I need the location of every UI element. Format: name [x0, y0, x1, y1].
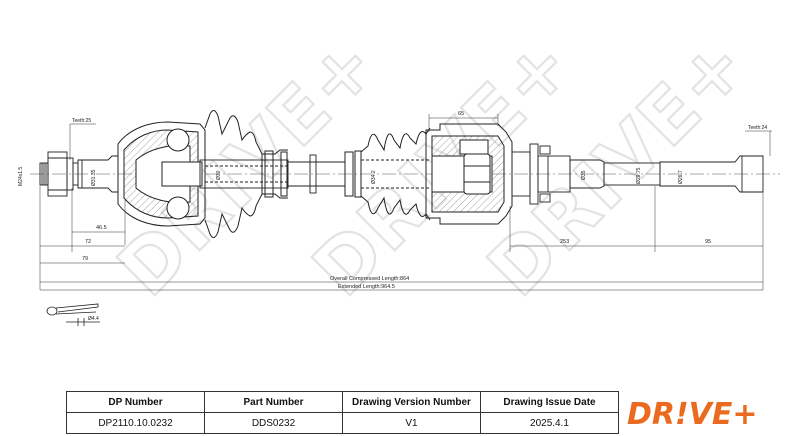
- teeth-annotations: [69, 123, 772, 160]
- header-issue-date: Drawing Issue Date: [480, 391, 619, 413]
- header-dp-number: DP Number: [66, 391, 205, 413]
- dim-95: 95: [705, 239, 711, 245]
- right-boot: [344, 127, 431, 221]
- dim-72: 72: [85, 239, 91, 245]
- d-inner-label: Ø30: [216, 170, 222, 180]
- d-right-3-label: Ø26.7: [678, 170, 684, 184]
- cotter-pin-detail: [46, 303, 100, 326]
- teeth-right-label: Teeth:24: [748, 125, 767, 131]
- drive-logo-text: DR!VE+: [627, 397, 758, 427]
- header-part-number: Part Number: [204, 391, 343, 413]
- right-tripod-housing: [425, 123, 513, 225]
- left-inner-shaft: [199, 159, 289, 189]
- left-boot: [204, 110, 288, 238]
- dim-79: 79: [82, 256, 88, 262]
- d-mid-label: Ø34.2: [371, 170, 377, 184]
- right-output-stub: [511, 143, 764, 205]
- teeth-left-label: Teeth:25: [72, 118, 91, 124]
- title-block: DP Number Part Number Drawing Version Nu…: [66, 391, 619, 434]
- dim-46-5: 46.5: [96, 225, 107, 231]
- diameter-labels: M24x1.5 Ø31.35 Ø30 Ø34.2 Ø35 Ø29.75 Ø26.…: [18, 167, 684, 186]
- dim-extended: Extended Length:964.5: [338, 284, 395, 290]
- title-block-header-row: DP Number Part Number Drawing Version Nu…: [66, 391, 619, 413]
- left-threaded-end: [39, 151, 119, 197]
- drive-shaft-drawing: DRIVE+ DRIVE+ DRIVE+: [18, 19, 780, 326]
- pin-d-label: Ø4.4: [88, 316, 99, 322]
- d-left-stub-label: Ø31.35: [91, 169, 97, 186]
- drive-logo: DR!VE+: [627, 397, 758, 427]
- dim-compressed: Overall Compressed Length:864: [330, 276, 409, 282]
- dim-65: 65: [458, 111, 464, 117]
- title-block-value-row: DP2110.10.0232 DDS0232 V1 2025.4.1: [66, 412, 619, 434]
- d-right-2-label: Ø29.75: [636, 167, 642, 184]
- dim-253: 253: [560, 239, 569, 245]
- thread-label: M24x1.5: [18, 167, 24, 186]
- value-drawing-version: V1: [342, 412, 481, 434]
- header-drawing-version: Drawing Version Number: [342, 391, 481, 413]
- dimension-values: 46.5 72 79 65 253 95 Overall Compressed …: [82, 111, 711, 290]
- d-right-1-label: Ø35: [581, 170, 587, 180]
- value-part-number: DDS0232: [204, 412, 343, 434]
- left-cv-joint: [117, 121, 206, 227]
- value-dp-number: DP2110.10.0232: [66, 412, 205, 434]
- main-shaft: [288, 154, 345, 194]
- value-issue-date: 2025.4.1: [480, 412, 619, 434]
- dimension-lines: [39, 114, 764, 291]
